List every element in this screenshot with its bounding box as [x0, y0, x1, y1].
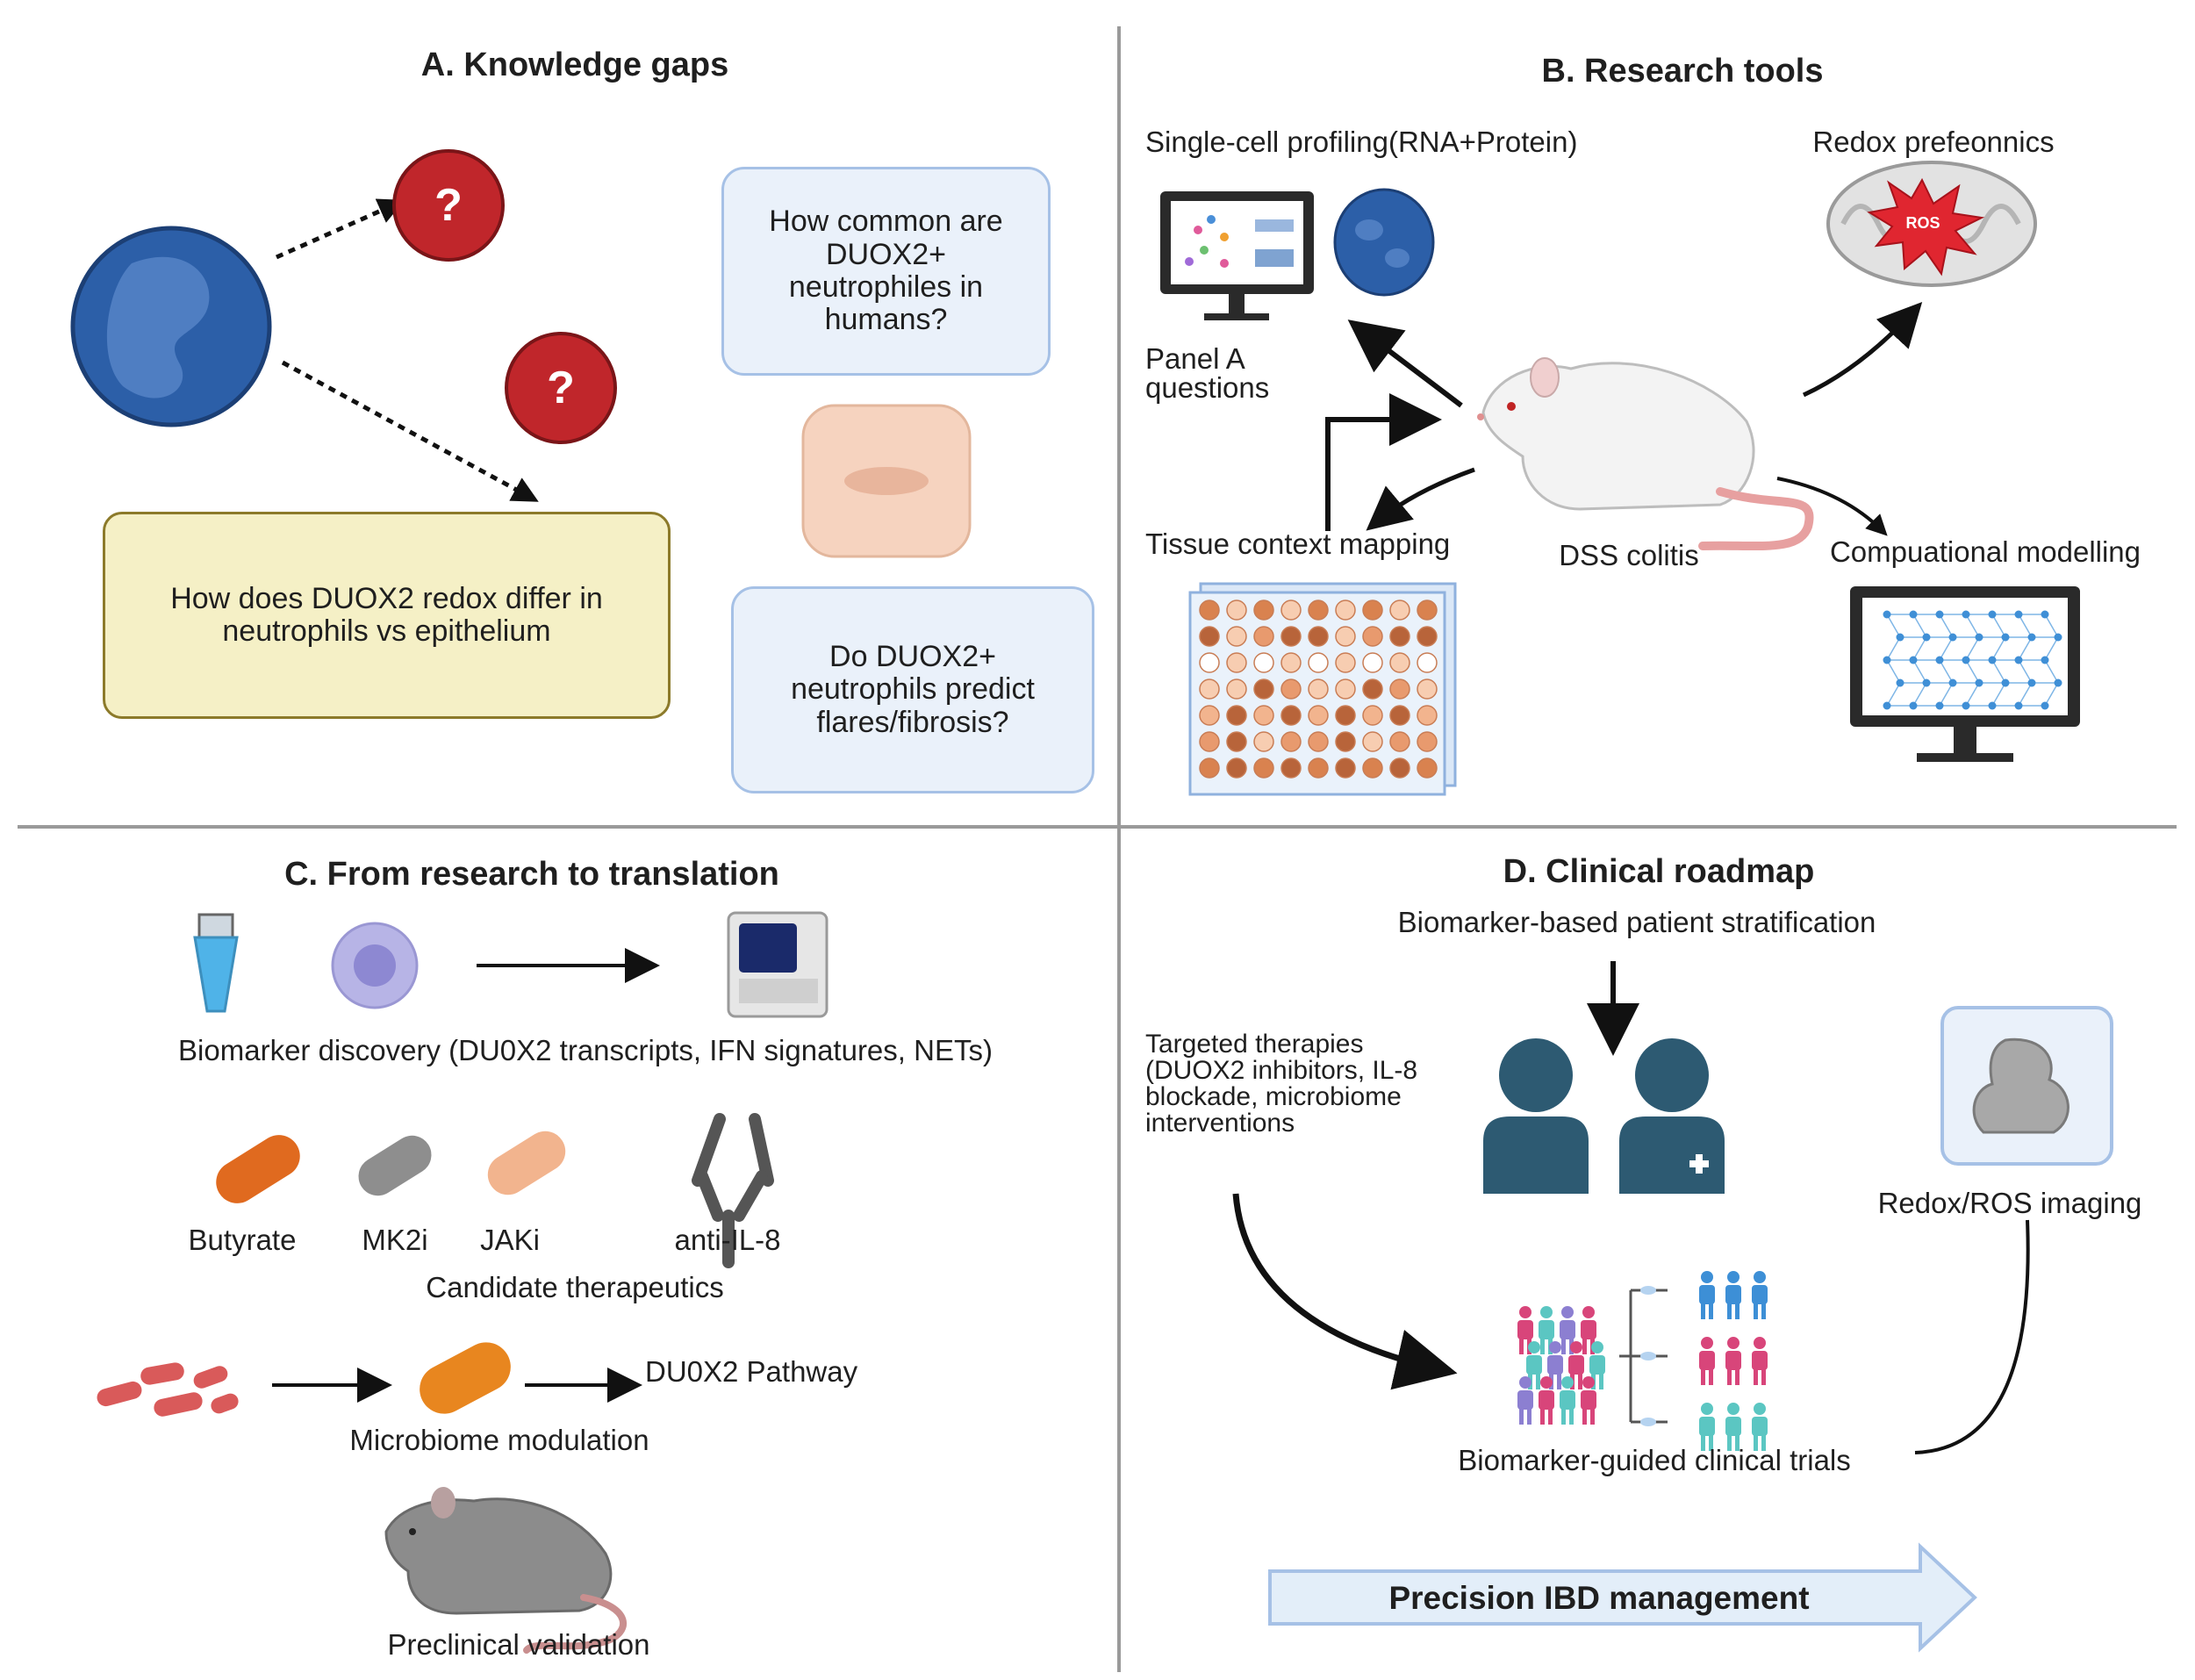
immune-cell-icon — [331, 922, 419, 1009]
mouse-icon — [384, 1487, 627, 1654]
neutrophil-icon — [70, 226, 272, 427]
monitor-modelling-icon — [1850, 586, 2080, 762]
question-mark-lower: ? — [547, 363, 575, 413]
panel-a-questions-label: Panel A questions — [1145, 342, 1270, 404]
cell-icon — [1333, 188, 1435, 297]
arrow-trials-to-imaging — [1914, 1219, 2030, 1454]
sequencer-icon — [727, 911, 829, 1018]
modelling-label: Compuational modelling — [1829, 535, 2141, 568]
butyrate-pill-icon — [216, 1135, 300, 1203]
anti-il8-label: anti-IL-8 — [674, 1224, 781, 1256]
stratification-label: Biomarker-based patient stratification — [1397, 906, 1876, 938]
rat-icon — [1477, 357, 1814, 551]
butyrate-label: Butyrate — [188, 1224, 297, 1256]
biomarker-discovery-label: Biomarker discovery (DU0X2 transcripts, … — [178, 1034, 993, 1066]
tube-icon — [193, 913, 239, 1013]
redox-label: Redox prefeonnics — [1812, 126, 2055, 158]
tissue-plate-icon — [1188, 582, 1457, 796]
arrow-rat-to-redox — [1802, 301, 1923, 398]
mk2i-pill-icon — [358, 1135, 432, 1196]
panel-a-title: A. Knowledge gaps — [420, 47, 729, 83]
single-cell-label: Single-cell profiling(RNA+Protein) — [1145, 126, 1578, 158]
ros-label: ROS — [1905, 214, 1940, 232]
doctor-icon — [1619, 1038, 1725, 1194]
question-mark-upper: ? — [434, 180, 463, 231]
monitor-single-cell-icon — [1160, 191, 1314, 320]
epithelium-tissue-icon — [801, 404, 972, 558]
dotted-arrow-upper — [275, 198, 405, 260]
tissue-context-label: Tissue context mapping — [1145, 528, 1451, 560]
patient-icon — [1483, 1038, 1589, 1194]
microbiome-pill-icon — [420, 1342, 511, 1414]
arrow-rat-to-modelling — [1776, 477, 1888, 536]
question-circle-upper — [392, 149, 505, 262]
microbiome-modulation-label: Microbiome modulation — [349, 1424, 649, 1456]
imaging-label: Redox/ROS imaging — [1877, 1187, 2142, 1219]
arrow-therapies-to-trials — [1232, 1193, 1458, 1390]
targeted-therapies-label: Targeted therapies (DUOX2 inhibitors, IL… — [1145, 1030, 1418, 1138]
antibody-icon — [692, 1113, 774, 1268]
preclinical-label: Preclinical validation — [387, 1628, 650, 1661]
panel-d-title: D. Clinical roadmap — [1503, 853, 1815, 890]
question-circle-lower — [505, 332, 617, 444]
jaki-pill-icon — [487, 1131, 566, 1195]
box-predict-question: Do DUOX2+ neutrophils predict flares/fib… — [731, 586, 1094, 793]
box-epithelium-question: How does DUOX2 redox differ in neutrophi… — [103, 512, 671, 719]
dss-colitis-label: DSS colitis — [1559, 539, 1699, 571]
candidate-therapeutics-label: Candidate therapeutics — [426, 1271, 724, 1303]
mk2i-label: MK2i — [362, 1224, 428, 1256]
jaki-label: JAKi — [480, 1224, 540, 1256]
patient-crowd-icon — [1517, 1306, 1605, 1425]
box-common-question: How common are DUOX2+ neutrophiles in hu… — [721, 167, 1051, 376]
panel-b-title: B. Research tools — [1541, 53, 1824, 90]
arrow-rat-to-single-cell — [1347, 319, 1463, 408]
bacteria-icon — [97, 1362, 239, 1417]
panel-c-title: C. From research to translation — [284, 856, 779, 893]
gut-imaging-icon — [1940, 1006, 2113, 1166]
precision-arrow — [1268, 1542, 1977, 1653]
pathway-label: DU0X2 Pathway — [645, 1355, 858, 1388]
arrow-rat-to-tissue — [1366, 467, 1475, 531]
trials-label: Biomarker-guided clinical trials — [1458, 1444, 1851, 1476]
trial-groups-icon — [1619, 1271, 1768, 1451]
precision-label: Precision IBD management — [1388, 1580, 1810, 1616]
arrow-panel-a-loop — [1325, 393, 1442, 531]
ros-burst-icon — [1867, 177, 1985, 276]
dotted-arrow-lower — [281, 360, 539, 502]
